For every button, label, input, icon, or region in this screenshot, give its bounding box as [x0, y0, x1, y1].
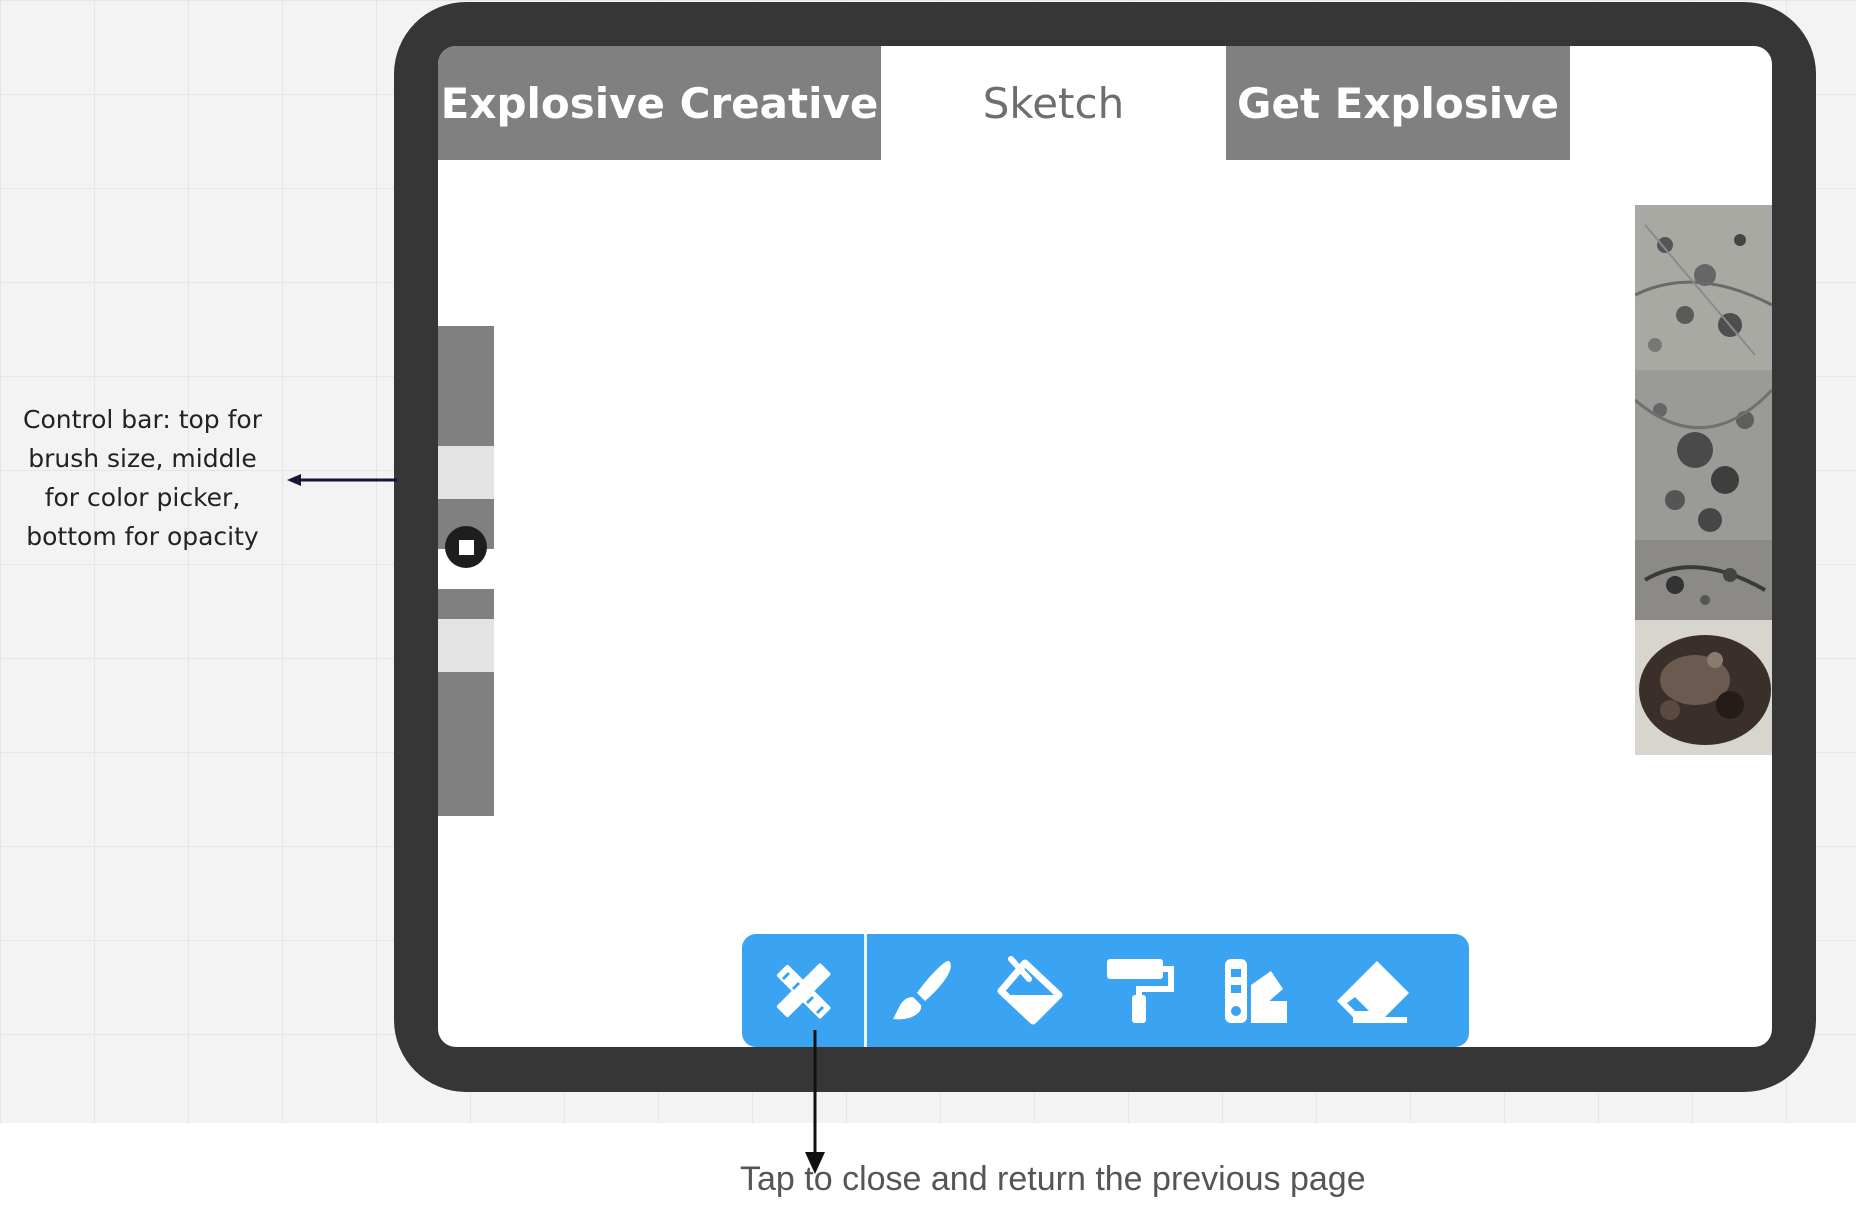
brush-tool-button[interactable]: [880, 948, 966, 1034]
color-picker-track-lower[interactable]: [438, 589, 494, 619]
color-slider-handle[interactable]: [445, 526, 487, 568]
texture-thumbnails: [1635, 205, 1772, 755]
roller-tool-button[interactable]: [1096, 948, 1182, 1034]
close-hint-arrow: [805, 1030, 825, 1174]
texture-thumbnail[interactable]: [1635, 620, 1772, 755]
tab-explosive-creative[interactable]: Explosive Creative: [438, 46, 881, 160]
close-hint-annotation: Tap to close and return the previous pag…: [740, 1160, 1366, 1198]
opacity-track[interactable]: [438, 672, 494, 816]
toolbar-divider: [864, 934, 867, 1047]
tab-sketch[interactable]: Sketch: [881, 46, 1226, 160]
eraser-icon: [1337, 961, 1409, 1023]
drawing-canvas[interactable]: [498, 166, 1628, 926]
texture-thumbnail[interactable]: [1635, 370, 1772, 540]
control-bar-arrow: [287, 474, 397, 486]
swatches-tool-button[interactable]: [1212, 948, 1298, 1034]
fill-bucket-icon: [997, 956, 1063, 1025]
texture-thumbnail[interactable]: [1635, 205, 1772, 370]
annotation-line: Control bar: top for: [22, 405, 262, 434]
annotation-line: for color picker,: [44, 483, 241, 512]
handle-stop-icon: [458, 539, 474, 555]
brush-size-segment[interactable]: [438, 446, 494, 499]
annotation-line: brush size, middle: [28, 444, 257, 473]
fill-tool-button[interactable]: [988, 948, 1074, 1034]
pencil-ruler-icon: [776, 963, 831, 1019]
brush-size-track[interactable]: [438, 326, 494, 446]
opacity-segment[interactable]: [438, 619, 494, 672]
paint-roller-icon: [1107, 959, 1174, 1023]
brush-icon: [893, 960, 951, 1020]
tool-bar: [742, 934, 1469, 1047]
texture-thumbnail[interactable]: [1635, 540, 1772, 620]
control-bar-annotation: Control bar: top for brush size, middle …: [10, 400, 275, 556]
annotation-line: bottom for opacity: [26, 522, 259, 551]
tablet-screen: Explosive Creative Sketch Get Explosive: [438, 46, 1772, 1047]
close-sketch-button[interactable]: [760, 948, 846, 1034]
eraser-tool-button[interactable]: [1330, 948, 1416, 1034]
swatches-icon: [1225, 959, 1287, 1023]
control-bar[interactable]: [438, 326, 494, 816]
tab-get-explosive[interactable]: Get Explosive: [1226, 46, 1570, 160]
